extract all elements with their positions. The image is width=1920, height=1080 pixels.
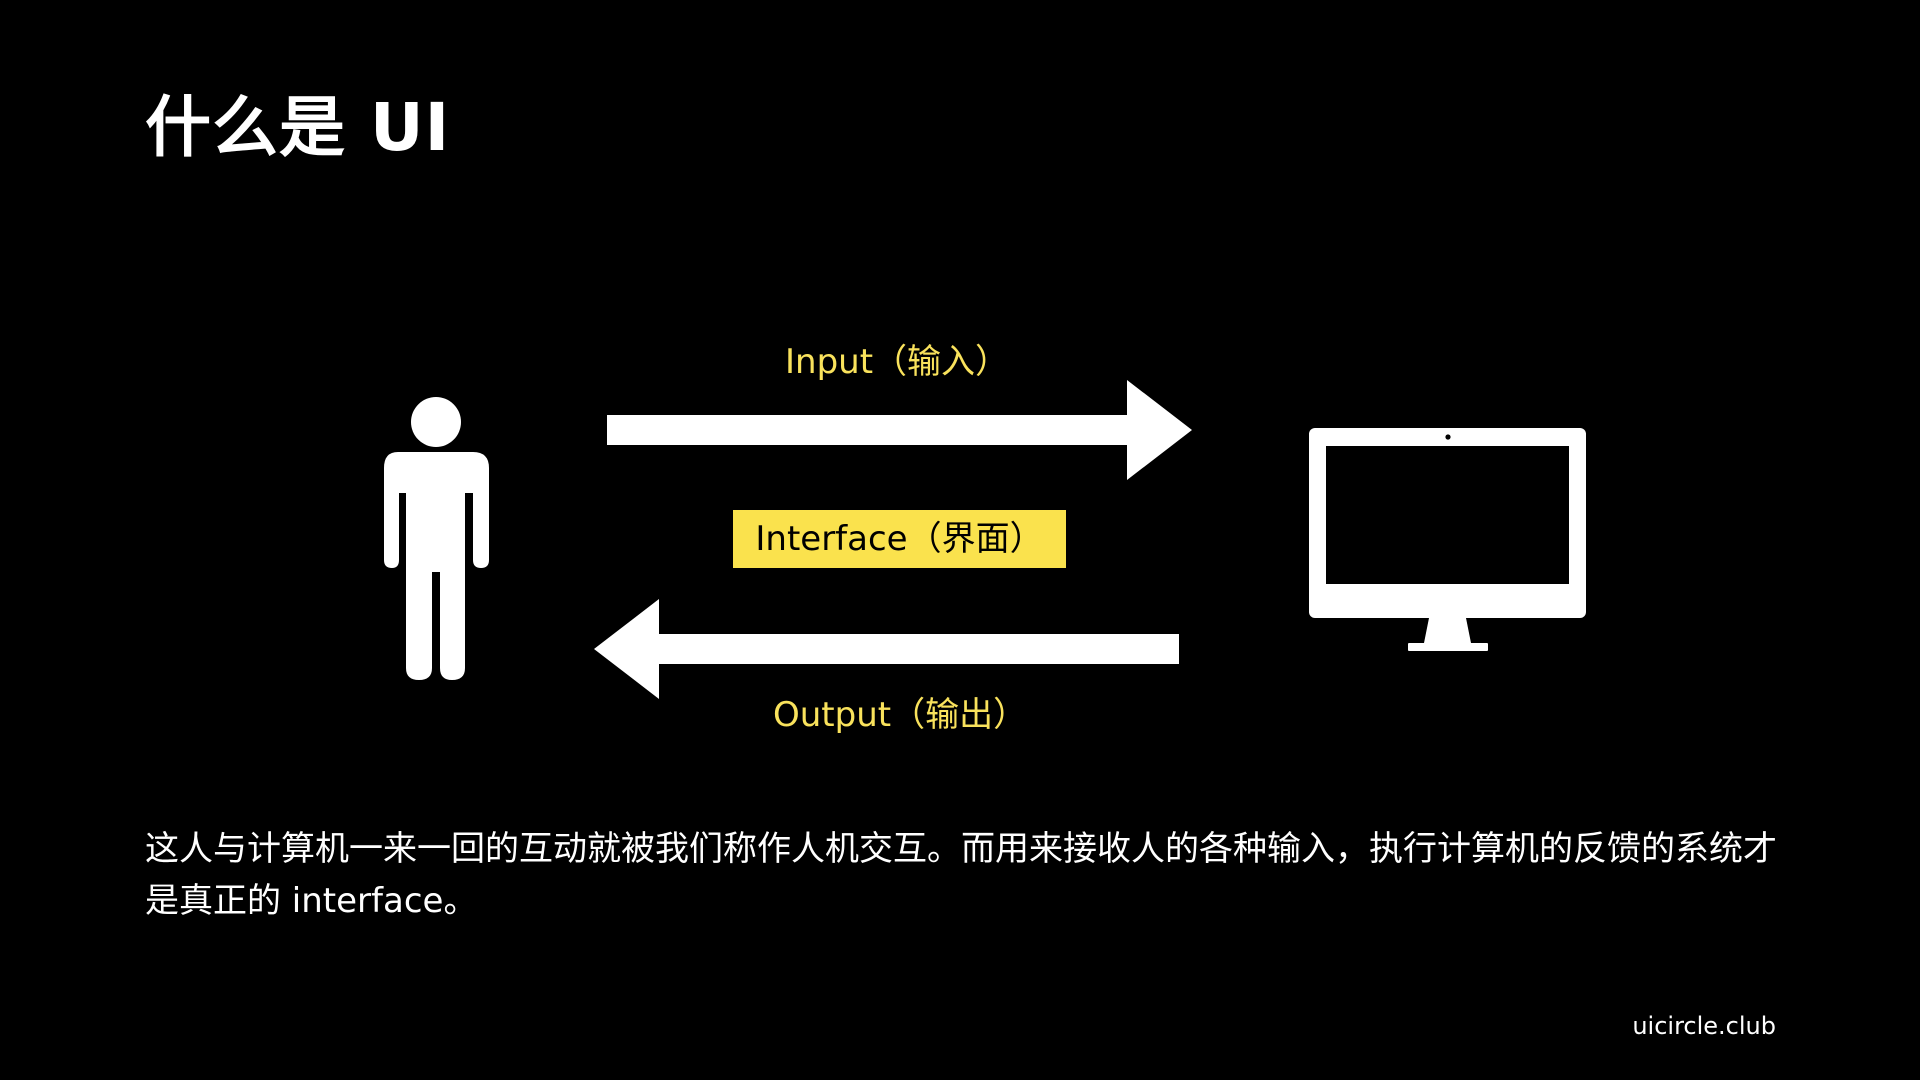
person-icon (384, 397, 489, 680)
output-label: Output（输出） (773, 695, 1028, 735)
arrow-right-icon (607, 380, 1192, 480)
interface-highlight (733, 510, 1066, 568)
arrow-left-icon (594, 599, 1179, 699)
computer-monitor-icon (1309, 428, 1586, 651)
interface-label-box: Interface（界面） (733, 510, 1066, 568)
footer-site-link[interactable]: uicircle.club (1632, 1012, 1776, 1040)
slide-title: 什么是 UI (145, 89, 451, 166)
interface-label: Interface（界面） (755, 519, 1044, 559)
input-label: Input（输入） (785, 342, 1010, 382)
description-text: 这人与计算机一来一回的互动就被我们称作人机交互。而用来接收人的各种输入，执行计算… (145, 829, 1777, 921)
